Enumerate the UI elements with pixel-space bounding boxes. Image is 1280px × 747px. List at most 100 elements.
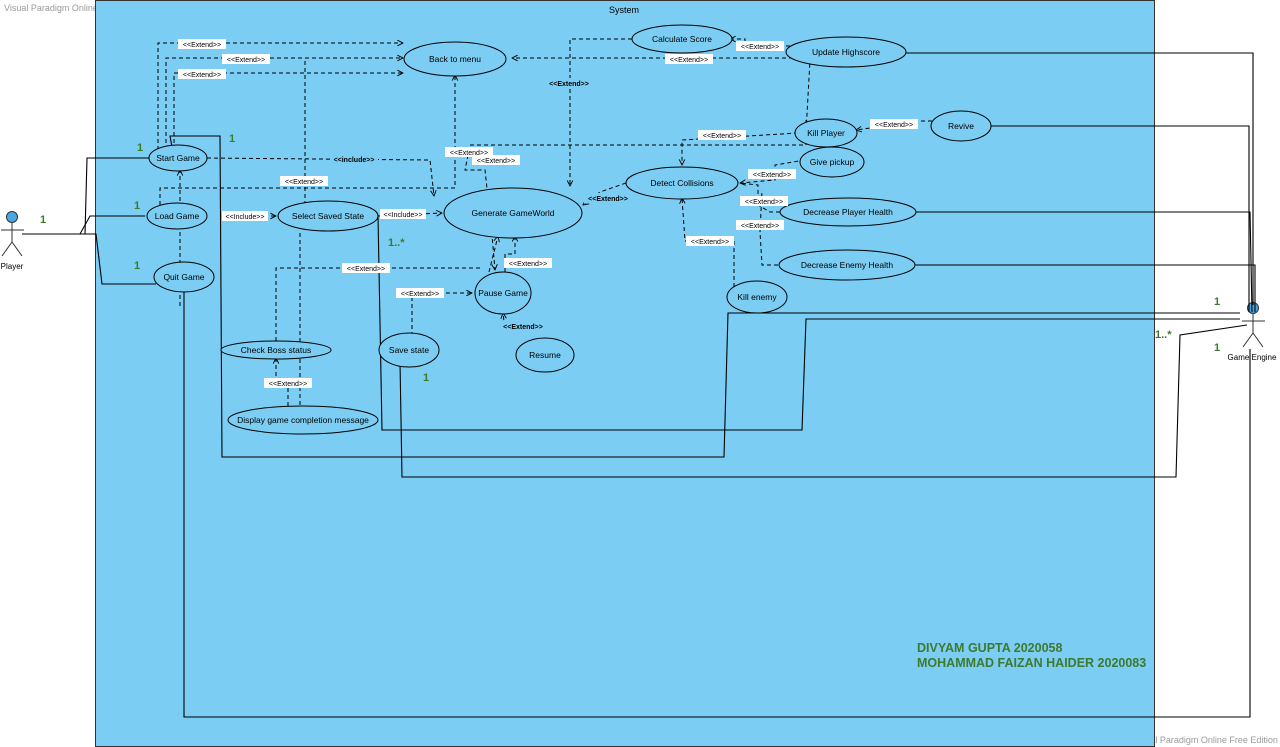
stereotype-tag: <<Extend>> (504, 258, 552, 268)
uc-decrease-enemy-health[interactable] (778, 249, 916, 281)
author-2: MOHAMMAD FAIZAN HAIDER 2020083 (917, 656, 1147, 670)
stereotype-tag: <<Extend>> (665, 54, 713, 64)
uc-back-to-menu-label: Back to menu (429, 54, 481, 64)
svg-text:<<Extend>>: <<Extend>> (741, 223, 779, 230)
uc-save-state[interactable] (378, 332, 440, 368)
uc-check-boss-status-label: Check Boss status (241, 345, 311, 355)
uc-kill-enemy-label: Kill enemy (737, 292, 777, 302)
stereotype-tag: <<Extend>> (545, 78, 593, 88)
uc-back-to-menu[interactable] (403, 41, 507, 77)
uc-resume[interactable] (515, 337, 575, 373)
svg-text:<<include>>: <<include>> (334, 157, 375, 164)
uc-kill-player-label: Kill Player (807, 128, 845, 138)
uc-revive[interactable] (930, 110, 992, 142)
uc-check-boss-status[interactable] (220, 340, 332, 360)
svg-text:<<Extend>>: <<Extend>> (183, 72, 221, 79)
stereotype-tag: <<Extend>> (264, 378, 312, 388)
watermark-top: Visual Paradigm Online Free Edition (4, 3, 149, 13)
uc-load-game-label: Load Game (155, 211, 200, 221)
svg-text:<<Extend>>: <<Extend>> (703, 133, 741, 140)
uc-detect-collisions[interactable] (625, 166, 739, 200)
stereotype-tag: <<Extend>> (584, 193, 632, 203)
uc-decrease-player-health[interactable] (779, 197, 917, 227)
svg-text:<<Extend>>: <<Extend>> (549, 81, 589, 88)
stereotype-tag: <<Extend>> (445, 147, 493, 157)
uc-select-saved-state[interactable] (277, 200, 379, 232)
uc-detect-collisions-label: Detect Collisions (650, 178, 713, 188)
stereotype-tag: <<Extend>> (736, 220, 784, 230)
svg-text:<<Extend>>: <<Extend>> (509, 261, 547, 268)
uc-pause-game-label: Pause Game (478, 288, 528, 298)
multiplicity-quit-game: 1 (134, 260, 140, 272)
uc-calculate-score-label: Calculate Score (652, 34, 712, 44)
uc-quit-game[interactable] (153, 261, 215, 293)
svg-text:<<Include>>: <<Include>> (384, 212, 423, 219)
uc-decrease-enemy-health-label: Decrease Enemy Health (801, 260, 893, 270)
game-engine-label: Game Engine (1228, 353, 1277, 362)
svg-text:<<Extend>>: <<Extend>> (745, 199, 783, 206)
multiplicity-select-saved-state: 1..* (388, 237, 405, 249)
multiplicity-player-1: 1 (40, 214, 46, 226)
uc-select-saved-state-label: Select Saved State (292, 211, 365, 221)
svg-text:<<Extend>>: <<Extend>> (450, 150, 488, 157)
uc-display-completion-label: Display game completion message (237, 415, 369, 425)
uc-start-game[interactable] (148, 144, 208, 172)
system-boundary (95, 0, 1155, 747)
stereotype-tag: <<Extend>> (178, 39, 226, 49)
svg-text:<<Extend>>: <<Extend>> (503, 324, 543, 331)
uc-quit-game-label: Quit Game (163, 272, 204, 282)
svg-text:<<Extend>>: <<Extend>> (875, 122, 913, 129)
uc-calculate-score[interactable] (631, 24, 733, 54)
stereotype-tag: <<include>> (330, 154, 378, 164)
svg-text:<<Extend>>: <<Extend>> (269, 381, 307, 388)
svg-text:<<Extend>>: <<Extend>> (670, 57, 708, 64)
uc-generate-gameworld-label: Generate GameWorld (472, 208, 555, 218)
stereotype-tag: <<Extend>> (748, 169, 796, 179)
stereotype-tag: <<Extend>> (870, 119, 918, 129)
multiplicity-load-game: 1 (134, 200, 140, 212)
multiplicity-save-state: 1 (423, 372, 429, 384)
stereotype-tag: <<Include>> (380, 209, 426, 219)
stereotype-tag: <<Extend>> (686, 236, 734, 246)
watermark-bottom: Visual Paradigm Online Free Edition (1133, 735, 1278, 745)
uc-give-pickup-label: Give pickup (810, 157, 855, 167)
stereotype-tag: <<Extend>> (280, 176, 328, 186)
stereotype-tag: <<Extend>> (222, 54, 270, 64)
multiplicity-start-game: 1 (137, 142, 143, 154)
uc-pause-game[interactable] (474, 271, 532, 315)
associations (22, 52, 1256, 718)
svg-text:<<Extend>>: <<Extend>> (227, 57, 265, 64)
system-title: System (609, 5, 639, 15)
stereotype-tag: <<Extend>> (178, 69, 226, 79)
svg-text:<<Extend>>: <<Extend>> (401, 291, 439, 298)
multiplicity-start-game-engine: 1 (229, 133, 235, 145)
svg-text:<<Extend>>: <<Extend>> (183, 42, 221, 49)
uc-load-game[interactable] (146, 202, 208, 230)
svg-text:<<Extend>>: <<Extend>> (741, 44, 779, 51)
svg-text:<<Include>>: <<Include>> (226, 214, 265, 221)
player-label: Player (1, 262, 24, 271)
uc-display-completion[interactable] (227, 405, 379, 435)
author-1: DIVYAM GUPTA 2020058 (917, 641, 1063, 655)
svg-text:<<Extend>>: <<Extend>> (691, 239, 729, 246)
stereotype-tag: <<Extend>> (396, 288, 444, 298)
uc-give-pickup[interactable] (799, 146, 865, 178)
multiplicity-engine-1b: 1 (1214, 342, 1220, 354)
stereotype-tag: <<Extend>> (740, 196, 788, 206)
svg-text:<<Extend>>: <<Extend>> (347, 266, 385, 273)
multiplicity-engine-1a: 1 (1214, 296, 1220, 308)
player-actor[interactable] (1, 211, 24, 257)
stereotype-tag: <<Extend>> (342, 263, 390, 273)
uc-update-highscore[interactable] (785, 36, 907, 68)
stereotype-tag: <<Extend>> (499, 321, 547, 331)
multiplicity-engine-many: 1..* (1155, 329, 1172, 341)
uc-update-highscore-label: Update Highscore (812, 47, 880, 57)
uc-save-state-label: Save state (389, 345, 429, 355)
svg-text:<<Extend>>: <<Extend>> (753, 172, 791, 179)
stereotype-tag: <<Extend>> (472, 155, 520, 165)
uc-kill-enemy[interactable] (726, 280, 788, 314)
uc-decrease-player-health-label: Decrease Player Health (803, 207, 893, 217)
uc-generate-gameworld[interactable] (443, 187, 583, 239)
uc-revive-label: Revive (948, 121, 974, 131)
